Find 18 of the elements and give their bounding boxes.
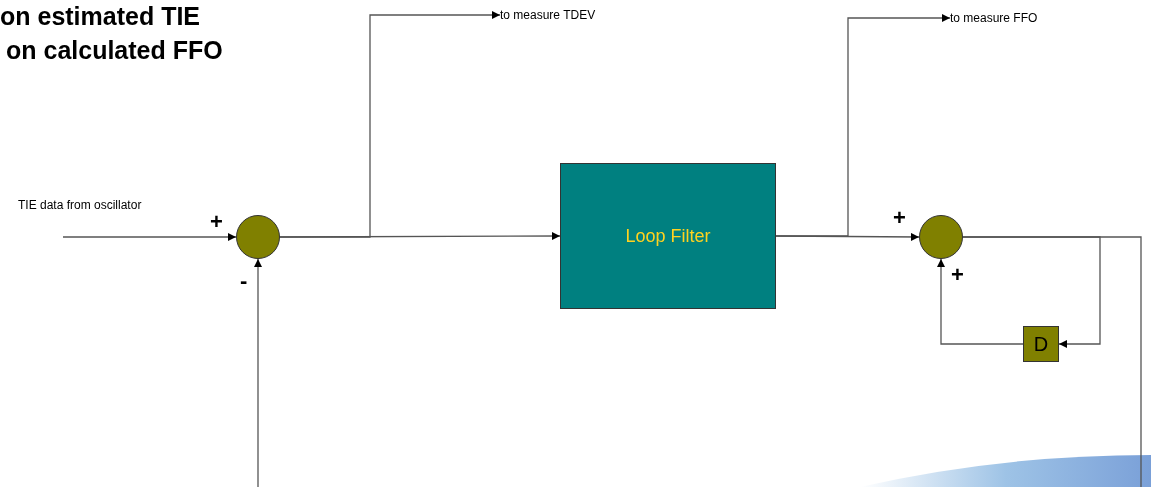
arrow: [775, 232, 920, 241]
sign-label: +: [951, 264, 964, 286]
heading-text: on calculated FFO: [6, 36, 223, 65]
output-label: to measure TDEV: [500, 7, 596, 23]
arrow: [254, 258, 262, 487]
sign-label: -: [240, 270, 248, 292]
delay-block: D: [1023, 326, 1059, 362]
sign-label: +: [893, 207, 906, 229]
edge-label: TIE data from oscillator: [18, 198, 142, 212]
summing-junction: [919, 215, 963, 259]
arrow: [62, 233, 237, 241]
sign-label: +: [210, 211, 223, 233]
heading-text: on estimated TIE: [0, 2, 201, 31]
output-label: to measure FFO: [950, 10, 1038, 26]
filter-block: Loop Filter: [560, 163, 776, 309]
arrow: [279, 232, 561, 241]
arrow: [937, 258, 1024, 345]
summing-junction: [236, 215, 280, 259]
